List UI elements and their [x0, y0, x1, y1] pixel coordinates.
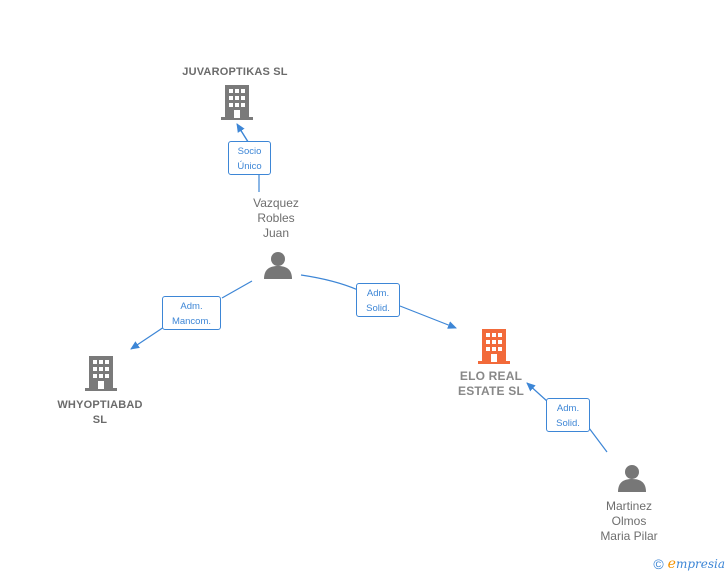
- company-label-whyoptiabad[interactable]: WHYOPTIABAD SL: [57, 399, 143, 426]
- building-icon[interactable]: [85, 356, 117, 392]
- brand-logo-initial: e: [667, 556, 676, 572]
- building-icon[interactable]: [478, 329, 510, 365]
- edge-line-adm-solid-2: [527, 383, 608, 453]
- building-icon[interactable]: [221, 85, 253, 121]
- person-label-vazquez[interactable]: Vazquez Robles Juan: [253, 196, 299, 240]
- brand-footer: © empresia: [653, 556, 725, 572]
- copyright-symbol: ©: [653, 556, 664, 572]
- edge-badge-adm-mancom[interactable]: Adm. Mancom.: [162, 296, 221, 330]
- edge-badge-adm-solid-2[interactable]: Adm. Solid.: [546, 398, 590, 432]
- person-icon[interactable]: [617, 463, 647, 493]
- person-label-martinez[interactable]: Martinez Olmos Maria Pilar: [600, 499, 658, 543]
- person-icon[interactable]: [263, 250, 293, 280]
- company-label-elo[interactable]: ELO REAL ESTATE SL: [457, 369, 525, 398]
- edge-badge-socio-unico[interactable]: Socio Único: [228, 141, 271, 175]
- edge-badge-adm-solid-1[interactable]: Adm. Solid.: [356, 283, 400, 317]
- brand-logo-name: mpresia: [675, 557, 725, 571]
- edge-line-adm-solid-1: [300, 274, 456, 328]
- brand-logo[interactable]: empresia: [668, 556, 725, 572]
- company-label-juvaroptikas[interactable]: JUVAROPTIKAS SL: [182, 66, 288, 78]
- edge-line-adm-mancom: [131, 280, 253, 349]
